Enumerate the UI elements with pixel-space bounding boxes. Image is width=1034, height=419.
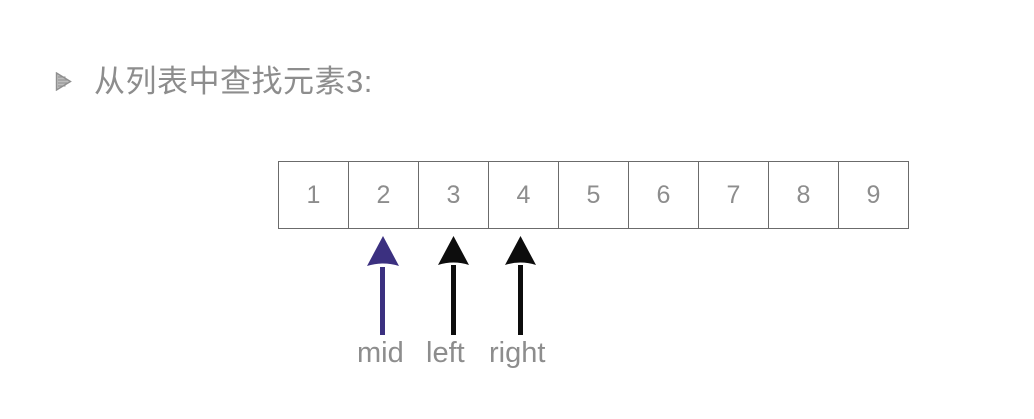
triangle-right-bullet-icon <box>55 72 72 91</box>
array-cell-4[interactable]: 5 <box>558 161 629 229</box>
pointer-label-mid: mid <box>357 337 404 369</box>
up-arrow-icon-right <box>505 236 536 335</box>
array-cell-2[interactable]: 3 <box>418 161 489 229</box>
array-cell-0[interactable]: 1 <box>278 161 349 229</box>
heading-title: 从列表中查找元素3: <box>94 64 373 99</box>
slide-heading: 从列表中查找元素3: <box>55 66 373 97</box>
array-cell-8[interactable]: 9 <box>838 161 909 229</box>
pointer-label-left: left <box>426 337 465 369</box>
array-cell-7[interactable]: 8 <box>768 161 839 229</box>
array-table: 1 2 3 4 5 6 7 8 9 <box>278 161 909 229</box>
array-cell-5[interactable]: 6 <box>628 161 699 229</box>
up-arrow-icon-left <box>438 236 469 335</box>
pointer-label-right: right <box>489 337 546 369</box>
array-cell-1[interactable]: 2 <box>348 161 419 229</box>
array-cell-3[interactable]: 4 <box>488 161 559 229</box>
table-row: 1 2 3 4 5 6 7 8 9 <box>278 161 909 229</box>
up-arrow-icon-mid <box>367 236 399 335</box>
array-cell-6[interactable]: 7 <box>698 161 769 229</box>
